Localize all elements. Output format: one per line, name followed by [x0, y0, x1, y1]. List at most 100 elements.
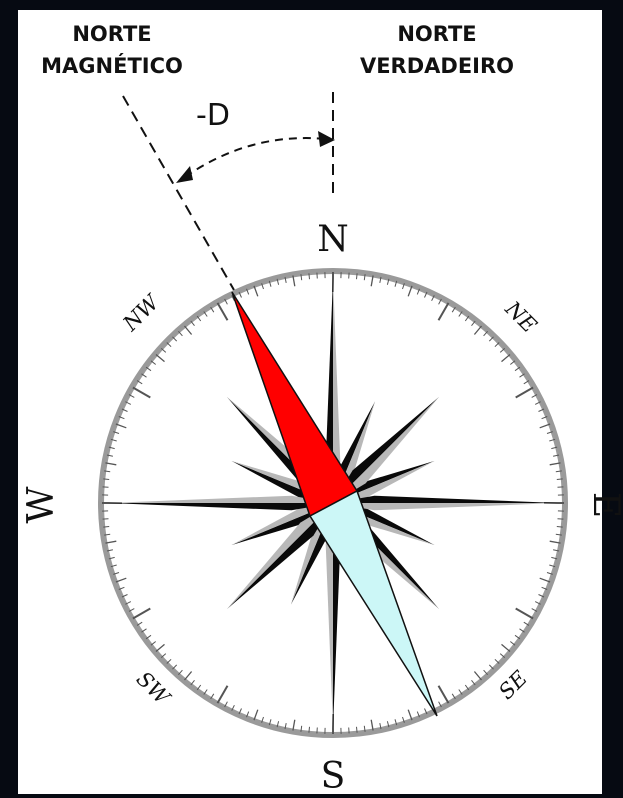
- tick-mark: [519, 628, 525, 633]
- tick-mark: [284, 723, 287, 730]
- tick-mark: [556, 526, 563, 528]
- tick-mark: [155, 354, 165, 363]
- tick-mark: [308, 726, 310, 733]
- tick-mark: [103, 478, 110, 480]
- tick-mark: [300, 725, 303, 732]
- tick-mark: [538, 408, 545, 412]
- tick-mark: [145, 366, 152, 372]
- tick-mark: [141, 373, 147, 378]
- rose-point-cardinal-dark: [333, 495, 558, 503]
- tick-mark: [549, 540, 561, 544]
- tick-mark: [125, 401, 132, 405]
- tick-mark: [402, 283, 405, 290]
- tick-mark: [549, 564, 556, 568]
- compass-ring: [98, 268, 568, 738]
- rose-point-cardinal-light: [333, 503, 558, 511]
- tick-mark: [125, 601, 132, 605]
- tick-mark: [356, 273, 358, 280]
- tick-mark: [196, 315, 202, 322]
- tick-mark: [108, 446, 115, 450]
- tick-mark: [268, 719, 272, 726]
- tick-mark: [499, 348, 506, 353]
- tick-mark: [464, 684, 470, 691]
- tick-mark: [121, 408, 128, 412]
- tick-mark: [356, 726, 358, 733]
- tick-mark: [203, 311, 208, 317]
- tick-mark: [121, 594, 128, 598]
- tick-mark: [394, 280, 398, 287]
- tick-mark: [514, 634, 521, 640]
- tick-mark: [106, 454, 113, 457]
- tick-mark: [514, 366, 521, 372]
- tick-mark: [539, 577, 551, 583]
- true-north-label-line1: NORTE: [397, 22, 476, 46]
- rose-point-cardinal-light: [108, 495, 333, 503]
- tick-mark: [166, 342, 172, 348]
- compass-label-s: S: [321, 756, 346, 797]
- declination-arc: [184, 137, 327, 178]
- rose-point-intercardinal-dark: [333, 503, 440, 610]
- tick-mark: [115, 423, 127, 429]
- tick-mark: [231, 704, 235, 711]
- tick-mark: [451, 306, 456, 313]
- tick-mark: [363, 274, 366, 281]
- tick-mark: [246, 288, 250, 295]
- rose-point-intercardinal-light: [333, 396, 440, 503]
- tick-mark: [141, 628, 147, 633]
- tick-mark: [379, 276, 382, 283]
- tick-mark: [136, 621, 143, 626]
- tick-mark: [105, 540, 117, 544]
- tick-mark: [103, 526, 110, 528]
- tick-mark: [534, 401, 541, 405]
- tick-mark: [488, 664, 494, 670]
- tick-mark: [110, 564, 117, 568]
- tick-mark: [150, 360, 157, 365]
- tick-mark: [424, 291, 428, 298]
- tick-mark: [238, 291, 242, 298]
- tick-mark: [519, 373, 525, 378]
- tick-mark: [515, 386, 534, 399]
- tick-mark: [458, 311, 463, 317]
- tick-mark: [210, 693, 215, 700]
- tick-mark: [551, 556, 558, 560]
- tick-mark: [370, 719, 374, 731]
- tick-mark: [118, 586, 125, 590]
- compass-tick-marks: [102, 272, 564, 734]
- tick-mark: [379, 723, 382, 730]
- tick-mark: [110, 438, 117, 442]
- tick-mark: [224, 701, 228, 708]
- declination-arrowhead-left: [176, 166, 193, 183]
- declination-arrowhead-right: [318, 131, 335, 147]
- tick-mark: [553, 549, 560, 552]
- tick-mark: [113, 431, 120, 434]
- tick-mark: [178, 330, 183, 337]
- rose-point-minor-light: [231, 503, 333, 546]
- tick-mark: [556, 478, 563, 480]
- tick-mark: [178, 669, 183, 676]
- tick-mark: [471, 320, 476, 327]
- compass-label-w: W: [21, 486, 62, 523]
- tick-mark: [551, 446, 558, 450]
- tick-mark: [363, 725, 366, 732]
- tick-mark: [523, 380, 530, 385]
- tick-mark: [104, 470, 111, 473]
- tick-mark: [416, 711, 420, 718]
- tick-mark: [499, 653, 506, 658]
- tick-mark: [473, 671, 482, 681]
- tick-mark: [210, 306, 215, 313]
- tick-mark: [523, 621, 530, 626]
- tick-mark: [128, 394, 135, 398]
- tick-mark: [509, 641, 516, 646]
- tick-mark: [196, 684, 202, 691]
- tick-mark: [253, 285, 259, 297]
- tick-mark: [136, 380, 143, 385]
- rose-point-minor-dark: [333, 460, 435, 503]
- tick-mark: [424, 708, 428, 715]
- tick-mark: [451, 693, 456, 700]
- tick-mark: [541, 586, 548, 590]
- rose-point-cardinal-light: [333, 278, 341, 503]
- tick-mark: [437, 302, 450, 321]
- tick-mark: [268, 280, 272, 287]
- tick-mark: [160, 348, 167, 353]
- tick-mark: [549, 438, 556, 442]
